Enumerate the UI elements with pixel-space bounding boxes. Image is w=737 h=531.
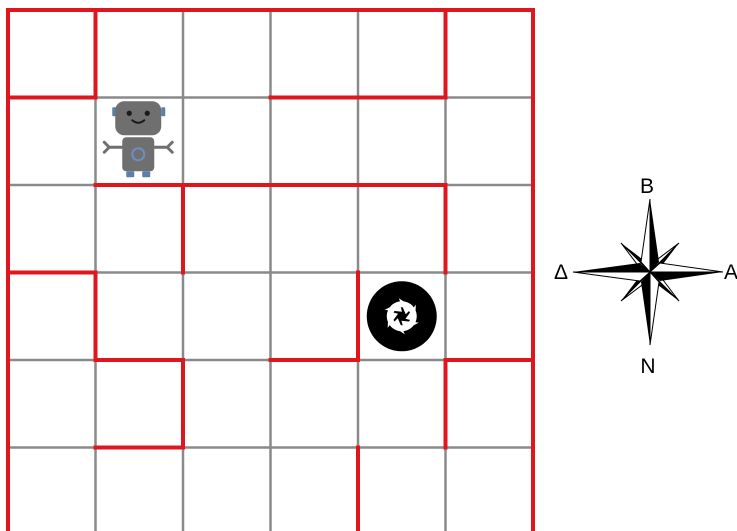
compass-label-west: Δ — [554, 261, 568, 284]
compass-label-east: A — [724, 261, 737, 284]
compass-label-north: B — [640, 175, 654, 198]
compass-label-south: N — [640, 355, 655, 378]
compass-star-icon — [573, 199, 723, 345]
